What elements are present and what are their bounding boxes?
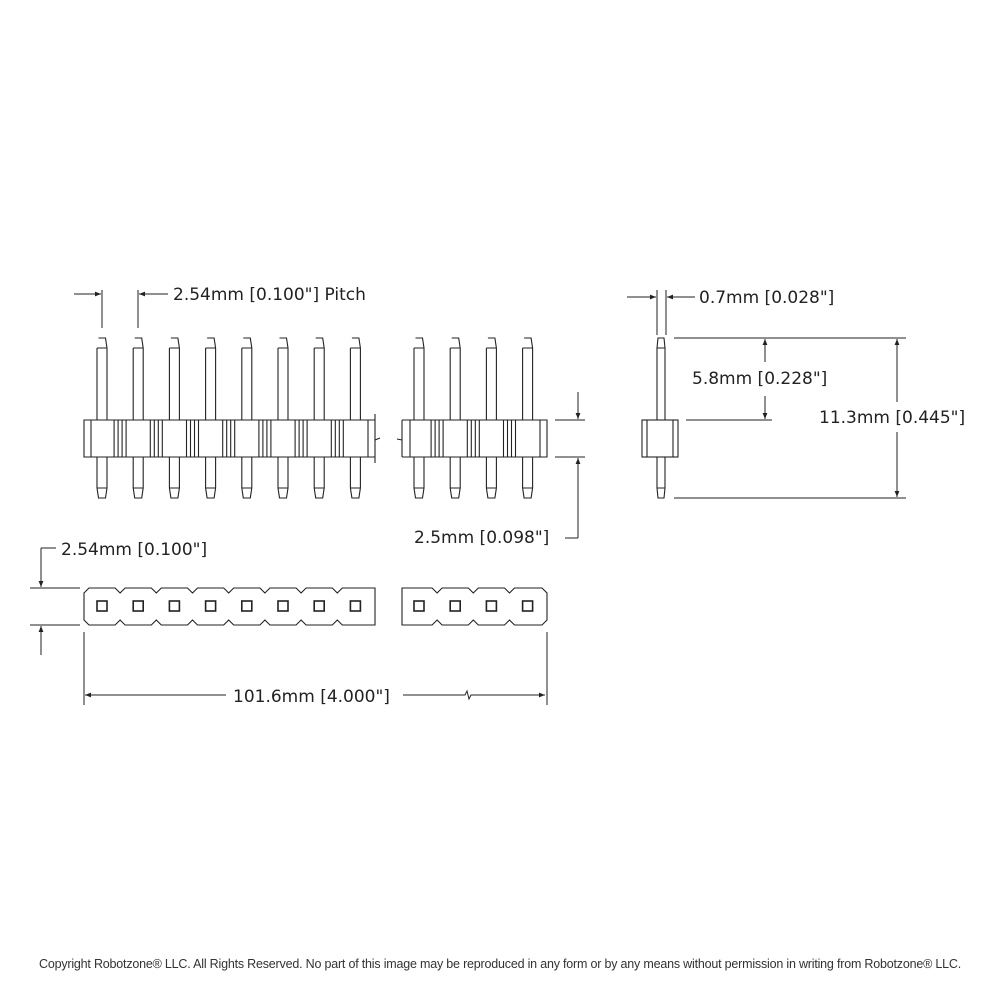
pin-hole-square bbox=[449, 600, 462, 612]
pin-width-label: 0.7mm [0.028"] bbox=[699, 288, 834, 308]
body-height-label: 2.5mm [0.098"] bbox=[414, 528, 549, 548]
overall-length-arrow bbox=[403, 689, 545, 701]
pin bbox=[132, 337, 144, 499]
copyright-notice: Copyright Robotzone® LLC. All Rights Res… bbox=[39, 957, 961, 971]
pin bbox=[485, 337, 497, 499]
pin-hole-square bbox=[349, 600, 362, 612]
pin-hole-square bbox=[485, 600, 498, 612]
pitch-label: 2.54mm [0.100"] Pitch bbox=[173, 285, 366, 305]
pin-hole-square bbox=[204, 600, 217, 612]
break-mark bbox=[374, 414, 403, 463]
header-body-right bbox=[402, 419, 548, 458]
upper-pin-length-label: 5.8mm [0.228"] bbox=[692, 369, 827, 389]
pin-hole-square bbox=[241, 600, 253, 612]
pin bbox=[205, 337, 217, 499]
pin bbox=[413, 337, 425, 499]
pin bbox=[449, 337, 461, 499]
break-mark bbox=[375, 588, 402, 625]
pin-hole-square bbox=[96, 600, 108, 612]
side-body bbox=[641, 419, 679, 458]
pin-hole-square bbox=[132, 600, 144, 612]
pin-hole-square bbox=[521, 600, 534, 612]
total-length-label: 11.3mm [0.445"] bbox=[819, 408, 965, 428]
pin-hole-square bbox=[413, 600, 425, 612]
overall-length-label: 101.6mm [4.000"] bbox=[233, 687, 390, 707]
side-view bbox=[641, 337, 679, 499]
pin bbox=[277, 337, 289, 499]
pin bbox=[349, 337, 361, 499]
pin-hole-square bbox=[313, 600, 326, 612]
pin bbox=[522, 337, 534, 499]
pin bbox=[168, 337, 180, 499]
dimension-lines bbox=[30, 290, 906, 705]
header-body-left bbox=[83, 419, 375, 458]
pin-hole-square bbox=[168, 600, 181, 612]
pin-hole-square bbox=[277, 600, 289, 612]
top-body-right bbox=[401, 587, 548, 626]
pin bbox=[313, 337, 325, 499]
side-pin-lower bbox=[656, 457, 666, 499]
side-body-edge bbox=[646, 420, 674, 457]
pin bbox=[96, 337, 108, 499]
side-pin-upper bbox=[656, 337, 666, 420]
front-view bbox=[83, 337, 548, 499]
top-view bbox=[83, 587, 548, 626]
top-body-left bbox=[83, 587, 376, 626]
pin bbox=[241, 337, 253, 499]
body-width-label: 2.54mm [0.100"] bbox=[61, 540, 207, 560]
